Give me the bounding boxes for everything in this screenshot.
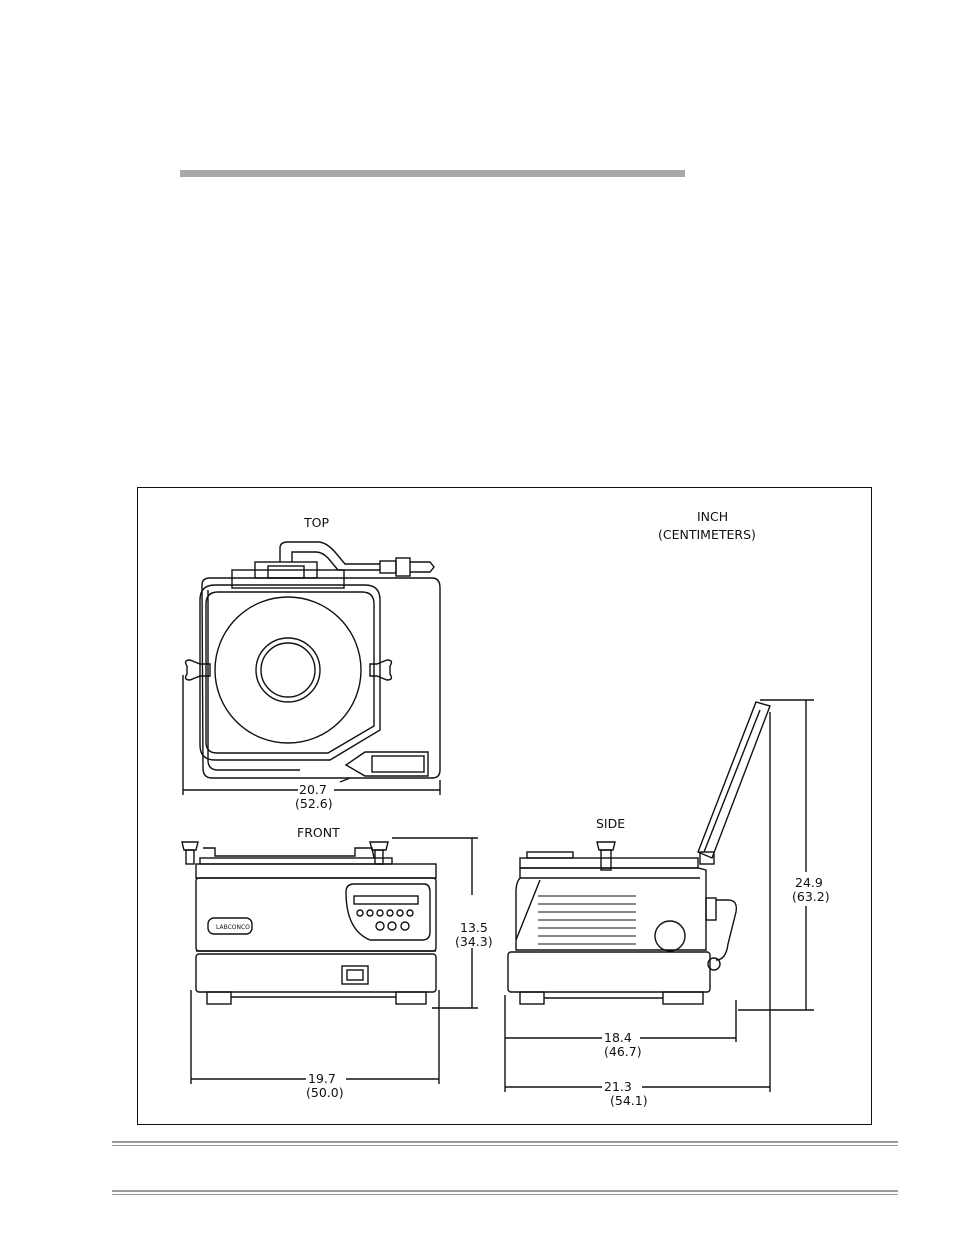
side-depth-cm: (46.7) <box>604 1044 642 1059</box>
front-width-in: 19.7 <box>308 1071 336 1086</box>
side-overall-cm: (54.1) <box>610 1093 648 1108</box>
lid-open-height-in: 24.9 <box>795 875 823 890</box>
side-view-label: SIDE <box>596 816 625 831</box>
side-overall-in: 21.3 <box>604 1079 632 1094</box>
top-view-label: TOP <box>303 515 329 530</box>
front-height-in: 13.5 <box>460 920 488 935</box>
front-width-cm: (50.0) <box>306 1085 344 1100</box>
side-depth-in: 18.4 <box>604 1030 632 1045</box>
brand-logo: LABCONCO <box>216 924 250 931</box>
top-width-in: 20.7 <box>299 782 327 797</box>
footer-rule-top <box>112 1141 898 1146</box>
front-view-drawing <box>182 838 478 1084</box>
side-view-drawing <box>505 700 814 1092</box>
top-width-cm: (52.6) <box>295 796 333 811</box>
front-height-cm: (34.3) <box>455 934 493 949</box>
top-view-drawing <box>183 542 440 795</box>
units-cm-label: (CENTIMETERS) <box>658 527 756 542</box>
units-inch-label: INCH <box>697 509 728 524</box>
front-view-label: FRONT <box>297 825 340 840</box>
footer-rule-bottom <box>112 1190 898 1195</box>
lid-open-height-cm: (63.2) <box>792 889 830 904</box>
